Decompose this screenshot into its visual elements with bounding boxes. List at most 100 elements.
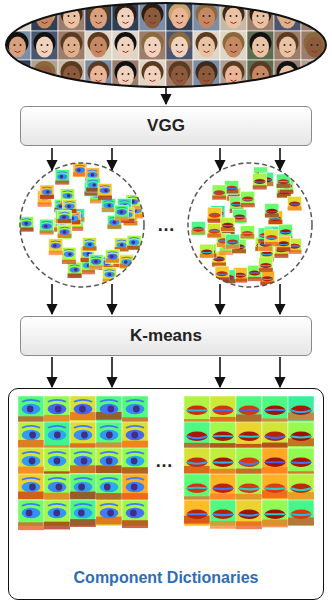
- lip-line: [217, 273, 228, 275]
- patch-ground: [49, 239, 63, 253]
- feature-patch: [265, 203, 279, 217]
- lip-shape: [266, 235, 277, 240]
- lip-shape: [222, 223, 233, 228]
- iris: [92, 183, 96, 187]
- mouth: [42, 51, 48, 53]
- iris: [78, 484, 85, 491]
- iris: [124, 260, 128, 264]
- eye-shape: [62, 193, 72, 199]
- flow-arrow: [111, 357, 113, 387]
- eye: [101, 44, 103, 46]
- iris: [26, 510, 33, 517]
- mouth: [312, 51, 318, 53]
- face: [144, 8, 161, 29]
- lip-shape: [262, 276, 273, 281]
- mouth: [177, 51, 183, 53]
- iris: [120, 243, 124, 247]
- eye-dictionary: [18, 396, 148, 530]
- eye: [230, 44, 232, 46]
- iris: [133, 406, 140, 413]
- patch-ground: [18, 422, 44, 448]
- lip-line: [291, 513, 311, 516]
- eye: [203, 15, 205, 17]
- brow: [85, 239, 95, 241]
- lip-shape: [260, 263, 271, 268]
- eye-shape: [42, 223, 52, 229]
- brow: [65, 201, 75, 203]
- mouth: [204, 80, 210, 82]
- lip-line: [242, 198, 253, 200]
- brow: [51, 240, 61, 242]
- eye-shape: [126, 508, 145, 518]
- face: [225, 37, 242, 58]
- eye: [236, 73, 238, 75]
- feature-patch: [49, 239, 63, 255]
- face: [36, 37, 53, 58]
- eye-shape: [105, 272, 115, 278]
- arrow: [219, 148, 221, 170]
- patch-shade: [20, 227, 34, 231]
- mouth: [123, 80, 129, 82]
- feature-patch: [253, 174, 267, 190]
- lip-line: [265, 461, 285, 463]
- feature-patch: [68, 263, 82, 278]
- face-photo: [112, 31, 139, 60]
- patch-ground: [236, 396, 262, 422]
- mouth: [123, 22, 129, 24]
- photo-ground: [112, 31, 139, 60]
- patch-ground: [207, 224, 221, 238]
- brow: [105, 269, 115, 271]
- face: [144, 66, 161, 87]
- ellipsis: …: [155, 216, 177, 234]
- iris: [77, 168, 81, 172]
- brow: [64, 249, 74, 251]
- iris: [67, 205, 71, 209]
- patch-shade: [67, 274, 81, 278]
- face: [171, 37, 188, 58]
- brow: [100, 426, 118, 428]
- feature-patch: [210, 500, 236, 529]
- lip-line: [291, 461, 311, 464]
- lip-line: [289, 203, 300, 204]
- patch-ground: [18, 474, 44, 500]
- photo-ground: [301, 2, 328, 31]
- face: [306, 37, 323, 58]
- eye-shape: [85, 242, 95, 248]
- eye: [149, 15, 151, 17]
- feature-patch: [122, 422, 148, 449]
- patch-ground: [212, 185, 226, 199]
- lip-shape: [234, 214, 245, 219]
- lip-line: [226, 188, 237, 189]
- mouth: [312, 22, 318, 24]
- iris: [131, 484, 138, 491]
- eye-shape: [74, 404, 93, 414]
- eye-shape: [100, 508, 119, 518]
- lip-line: [222, 225, 233, 227]
- patch-shade: [212, 196, 226, 200]
- lip-line: [213, 487, 233, 490]
- eye: [290, 15, 292, 17]
- patch-ground: [240, 226, 254, 240]
- patch-ground: [184, 474, 210, 500]
- mouth: [96, 80, 102, 82]
- eye-shape: [100, 188, 110, 194]
- eye: [20, 73, 22, 75]
- mouth: [150, 80, 156, 82]
- eye-shape: [126, 404, 145, 414]
- feature-patch: [44, 474, 70, 501]
- patch-ground: [70, 396, 96, 422]
- mouth: [69, 22, 75, 24]
- feature-patch: [98, 183, 112, 199]
- brow: [74, 426, 92, 428]
- brow: [74, 452, 92, 454]
- patch-ground: [288, 500, 314, 526]
- lip-shape: [291, 458, 312, 467]
- feature-patch: [127, 235, 141, 249]
- patch-ground: [221, 218, 235, 232]
- eye: [20, 15, 22, 17]
- patch-shade: [70, 465, 96, 473]
- eye: [68, 73, 70, 75]
- lip-shape: [265, 432, 286, 441]
- flow-arrow: [279, 357, 281, 387]
- brow: [22, 426, 40, 428]
